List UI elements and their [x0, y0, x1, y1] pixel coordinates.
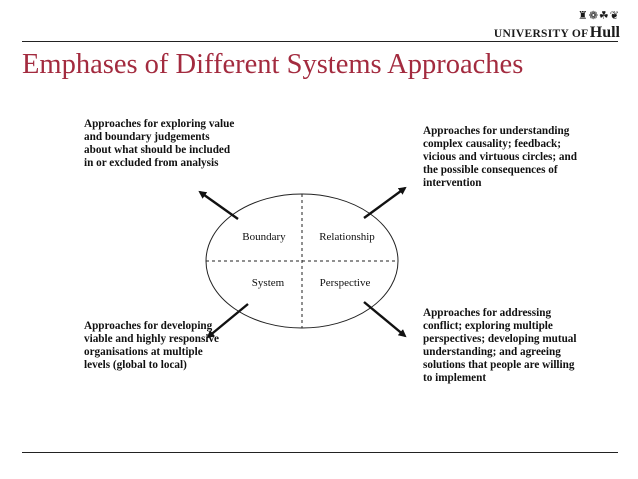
logo-university-text: UNIVERSITY OF [493, 28, 589, 40]
university-logo: ♜❁☘❦ UNIVERSITY OF Hull [490, 10, 620, 42]
arrow-bottom-left [206, 303, 249, 339]
arrow-top-left [198, 190, 239, 220]
university-crest-icon: ♜❁☘❦ [577, 10, 620, 22]
page-title: Emphases of Different Systems Approaches [22, 49, 524, 80]
arrow-bottom-right [363, 301, 407, 338]
quadrant-label-system: System [252, 277, 285, 289]
quadrant-label-perspective: Perspective [320, 277, 371, 289]
caption-relationship-approaches: Approaches for understanding complex cau… [423, 125, 577, 190]
caption-boundary-approaches: Approaches for exploring value and bound… [84, 118, 235, 170]
arrow-top-right [363, 186, 407, 219]
caption-system-approaches: Approaches for developing viable and hig… [84, 320, 220, 372]
logo-wordmark: UNIVERSITY OF Hull [490, 24, 620, 42]
header-divider [22, 41, 618, 42]
logo-hull-text: Hull [589, 24, 620, 41]
caption-perspective-approaches: Approaches for addressing conflict; expl… [423, 307, 577, 385]
footer-divider [22, 452, 618, 453]
quadrant-label-relationship: Relationship [319, 231, 375, 243]
quadrant-label-boundary: Boundary [242, 231, 286, 243]
